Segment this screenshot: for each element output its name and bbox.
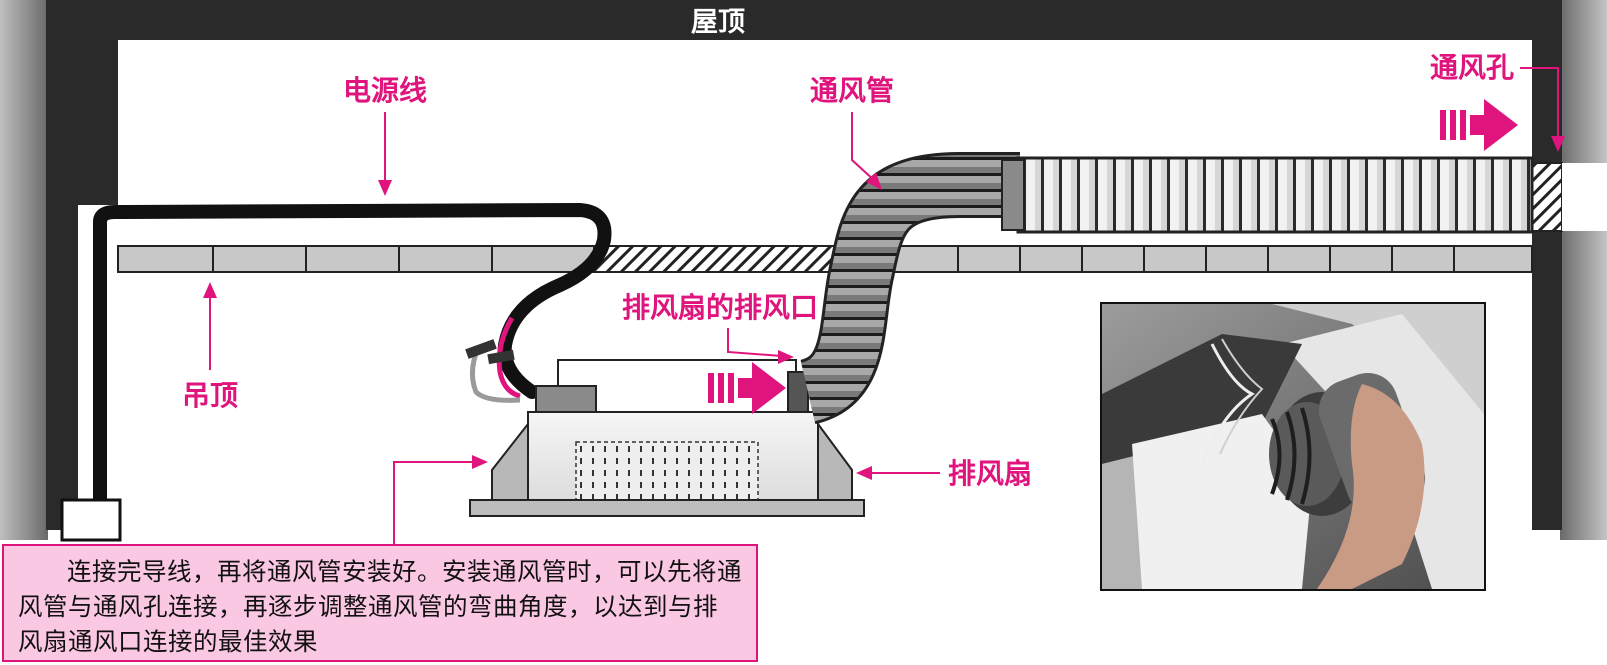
cord-wire-grey [470,347,521,403]
caption-box: 连接完导线，再将通风管安装好。安装通风管时，可以先将通风管与通风孔连接，再逐步调… [2,544,758,662]
wire-connector-2 [487,349,515,365]
background-left [0,0,48,540]
pointer-caption-head [472,455,488,469]
label-power-cord: 电源线 [343,74,427,107]
roof [46,0,1562,40]
label-vent-hole: 通风孔 [1430,51,1514,84]
duct-straight-section [1016,156,1534,234]
wall-socket [60,498,122,542]
ceiling-joints [212,246,1455,272]
power-cord [93,202,612,512]
fan-grille [575,441,759,501]
pointer-vent-hole [1520,67,1559,140]
pointer-ceiling-head [203,282,217,298]
vent-hole [1531,162,1563,232]
vent-hole-outside [1562,163,1607,231]
wire-connector [465,339,497,359]
ceiling-opening [593,245,853,273]
label-duct: 通风管 [810,74,894,107]
duct-flexible-fill [798,155,1020,422]
photo-duct-installation-icon [1102,304,1484,589]
airflow-arrow-fan [708,362,786,414]
pointer-exhaust-fan-head [856,466,872,480]
airflow-arrow-vent [1440,99,1518,151]
cord-wire-pink [496,316,521,399]
label-ceiling: 吊顶 [182,379,238,412]
pointer-caption [393,461,476,546]
pointer-duct [851,112,877,183]
fan-side-left [491,421,529,503]
fan-panel [469,499,865,517]
roof-label: 屋顶 [691,7,745,38]
pointer-duct-head [866,172,882,190]
background-right [1560,0,1607,540]
fan-side-right [817,420,853,503]
pointer-power-cord-head [378,180,392,196]
label-exhaust-fan: 排风扇 [948,457,1032,490]
pointer-fan-outlet [727,328,783,357]
pointer-vent-hole-head [1551,136,1565,152]
label-fan-outlet: 排风扇的排风口 [622,291,818,324]
inset-photo [1100,302,1486,591]
duct-collar [1001,159,1025,231]
pointer-fan-outlet-head [778,350,794,364]
